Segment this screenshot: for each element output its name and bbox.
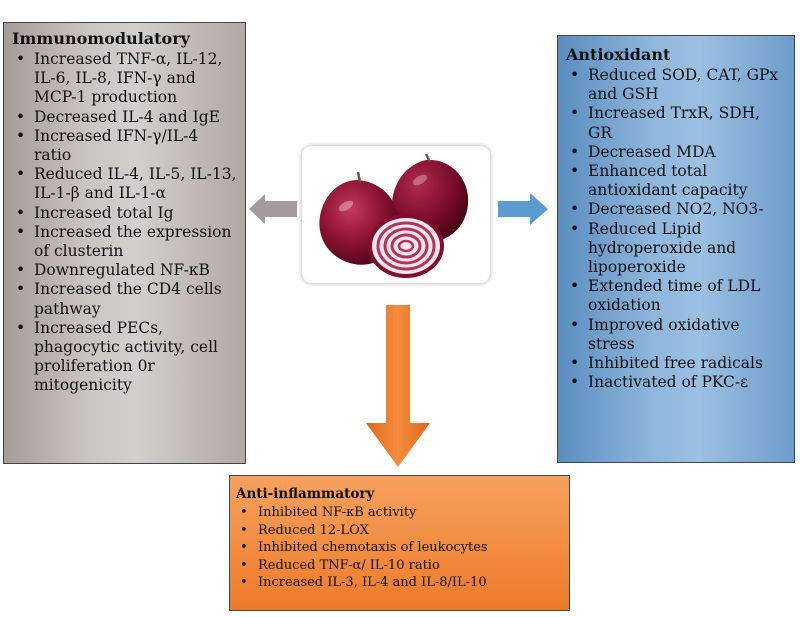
list-item: Inhibited NF-κB activity (236, 504, 563, 522)
list-item: Decreased MDA (566, 143, 788, 162)
anti-inflammatory-box: Anti-inflammatory Inhibited NF-κB activi… (229, 475, 570, 611)
list-item: Reduced SOD, CAT, GPx and GSH (566, 66, 788, 104)
immunomodulatory-title: Immunomodulatory (12, 29, 190, 48)
immunomodulatory-box: Immunomodulatory Increased TNF-α, IL-12,… (3, 22, 246, 464)
anti-inflammatory-list: Inhibited NF-κB activity Reduced 12-LOX … (236, 504, 563, 592)
red-onion-image (302, 146, 490, 283)
list-item: Inactivated of PKC-ε (566, 373, 788, 392)
immunomodulatory-list: Increased TNF-α, IL-12, IL-6, IL-8, IFN-… (12, 50, 239, 396)
list-item: Increased IL-3, IL-4 and IL-8/IL-10 (236, 574, 563, 592)
list-item: Increased PECs, phagocytic activity, cel… (12, 319, 239, 396)
list-item: Reduced 12-LOX (236, 522, 563, 540)
arrow-right-icon (498, 193, 548, 225)
list-item: Inhibited chemotaxis of leukocytes (236, 539, 563, 557)
antioxidant-title: Antioxidant (566, 45, 671, 64)
list-item: Reduced Lipid hydroperoxide and lipopero… (566, 220, 788, 278)
list-item: Decreased NO2, NO3- (566, 200, 788, 219)
list-item: Increased the CD4 cells pathway (12, 280, 239, 318)
list-item: Inhibited free radicals (566, 354, 788, 373)
list-item: Increased IFN-γ/IL-4 ratio (12, 127, 239, 165)
list-item: Increased TrxR, SDH, GR (566, 104, 788, 142)
arrow-left-icon (249, 194, 297, 224)
antioxidant-box: Antioxidant Reduced SOD, CAT, GPx and GS… (557, 35, 795, 463)
list-item: Increased the expression of clusterin (12, 223, 239, 261)
arrow-down-icon (366, 305, 430, 467)
list-item: Increased TNF-α, IL-12, IL-6, IL-8, IFN-… (12, 50, 239, 108)
list-item: Enhanced total antioxidant capacity (566, 162, 788, 200)
list-item: Extended time of LDL oxidation (566, 277, 788, 315)
antioxidant-list: Reduced SOD, CAT, GPx and GSH Increased … (566, 66, 788, 393)
list-item: Improved oxidative stress (566, 316, 788, 354)
anti-inflammatory-title: Anti-inflammatory (236, 486, 375, 502)
list-item: Reduced IL-4, IL-5, IL-13, IL-1-β and IL… (12, 165, 239, 203)
list-item: Increased total Ig (12, 204, 239, 223)
red-onion-icon (319, 153, 469, 278)
list-item: Decreased IL-4 and IgE (12, 108, 239, 127)
list-item: Downregulated NF-κB (12, 261, 239, 280)
list-item: Reduced TNF-α/ IL-10 ratio (236, 557, 563, 575)
